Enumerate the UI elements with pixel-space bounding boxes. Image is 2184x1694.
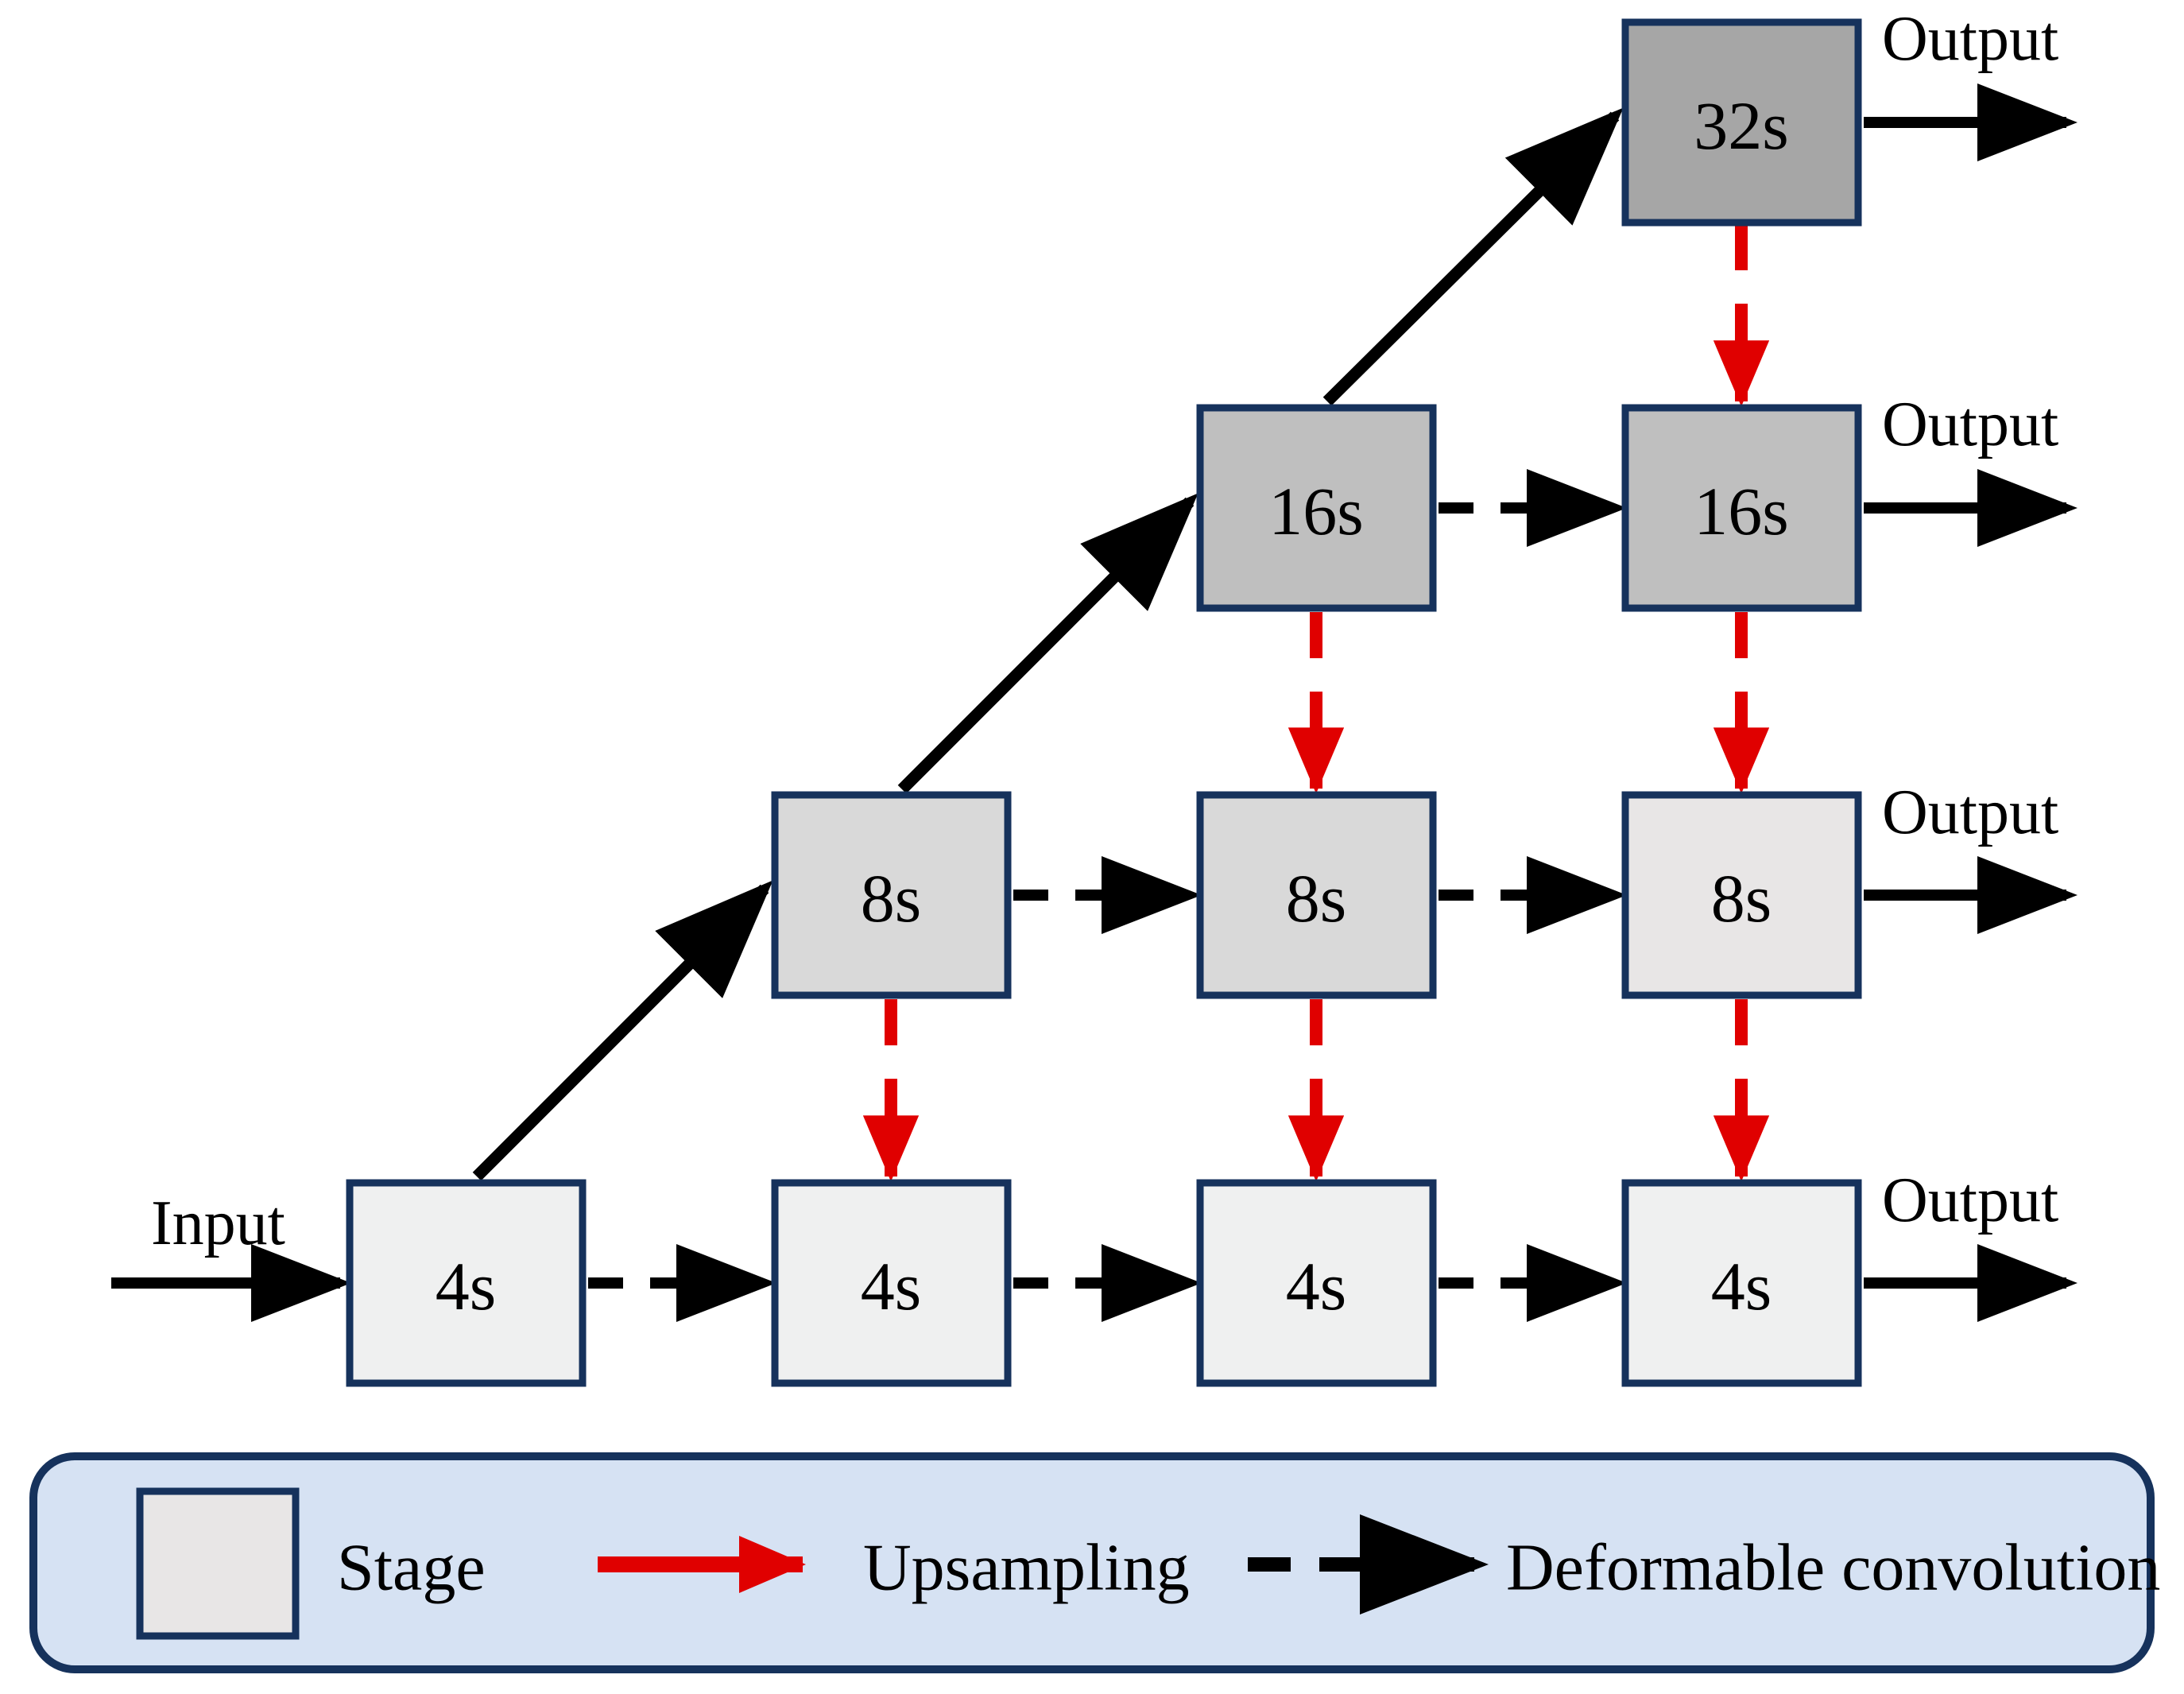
stage-box-8s-c4[interactable]: 8s	[1621, 791, 1862, 999]
stage-box-4s-c3[interactable]: 4s	[1196, 1179, 1437, 1387]
stage-box-32s-c4[interactable]: 32s	[1621, 18, 1862, 227]
downsample-arrow-16s-to-32s	[1322, 107, 1624, 406]
legend-panel: Stage Upsampling Deformable convolution	[29, 1452, 2160, 1673]
stage-box-label: 16s	[1268, 473, 1363, 549]
stage-box-label: 32s	[1694, 87, 1788, 164]
input-label: Input	[151, 1188, 285, 1258]
stage-box-8s-c3[interactable]: 8s	[1196, 791, 1437, 999]
output-label-8s: Output	[1882, 777, 2058, 847]
legend-item-stage: Stage	[136, 1487, 486, 1640]
output-label-4s: Output	[1882, 1165, 2058, 1235]
legend-label-deformable: Deformable convolution	[1506, 1531, 2160, 1605]
stage-box-4s-c2[interactable]: 4s	[771, 1179, 1012, 1387]
downsample-arrow-8s-to-16s	[897, 493, 1198, 794]
stage-swatch-icon	[136, 1487, 300, 1640]
legend-label-upsampling: Upsampling	[863, 1531, 1190, 1605]
stage-box-4s-c1[interactable]: 4s	[346, 1179, 587, 1387]
output-label-32s: Output	[1882, 4, 2058, 74]
downsample-arrow-4s-to-8s	[472, 880, 773, 1181]
legend-item-deformable: Deformable convolution	[1248, 1514, 2160, 1615]
stage-box-4s-c4[interactable]: 4s	[1621, 1179, 1862, 1387]
stage-box-16s-c3[interactable]: 16s	[1196, 404, 1437, 612]
stage-box-label: 4s	[1286, 1248, 1346, 1324]
stage-box-label: 8s	[861, 860, 921, 936]
stage-box-16s-c4[interactable]: 16s	[1621, 404, 1862, 612]
stage-box-label: 8s	[1286, 860, 1346, 936]
legend-label-stage: Stage	[337, 1531, 486, 1605]
stage-box-label: 4s	[861, 1248, 921, 1324]
output-label-16s: Output	[1882, 390, 2058, 459]
stage-box-8s-c2[interactable]: 8s	[771, 791, 1012, 999]
legend-item-upsampling: Upsampling	[598, 1531, 1190, 1605]
stage-box-label: 16s	[1694, 473, 1788, 549]
stage-box-label: 8s	[1711, 860, 1772, 936]
stage-box-label: 4s	[1711, 1248, 1772, 1324]
stage-box-label: 4s	[436, 1248, 496, 1324]
